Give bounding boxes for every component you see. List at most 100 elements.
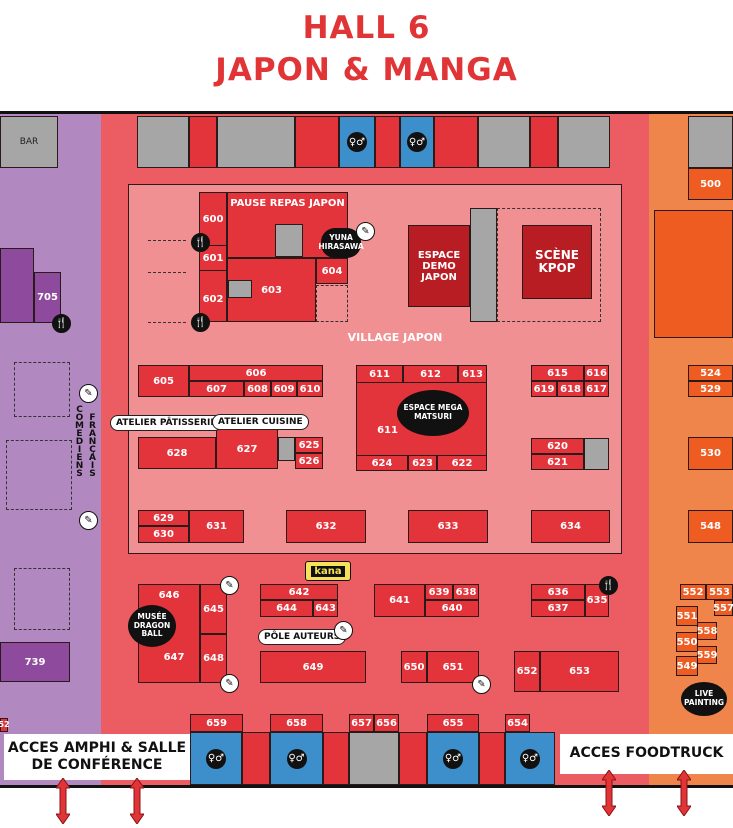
stand-bottom[interactable]: [399, 732, 427, 785]
stand-orange-large[interactable]: [654, 210, 733, 338]
comediens-label: COMEDIENS: [74, 405, 85, 477]
stand-553[interactable]: 553: [706, 584, 733, 600]
stand-633[interactable]: 633: [408, 510, 488, 543]
brush-icon: ✎: [472, 675, 491, 694]
stand-641[interactable]: 641: [374, 584, 425, 617]
stand-624[interactable]: 624: [356, 455, 408, 471]
stand-621[interactable]: 621: [531, 454, 584, 470]
stand-606[interactable]: 606: [189, 365, 323, 381]
stand-612[interactable]: 612: [403, 365, 458, 383]
stand-628[interactable]: 628: [138, 437, 216, 469]
stand-611-top[interactable]: 611: [356, 365, 403, 383]
stand-bottom[interactable]: [479, 732, 505, 785]
stand-bottom[interactable]: [323, 732, 349, 785]
stand-bottom[interactable]: [242, 732, 270, 785]
stand-648[interactable]: 648: [200, 634, 227, 683]
stand-602[interactable]: 602: [202, 293, 224, 305]
live-painting-bubble: LIVE PAINTING: [681, 682, 727, 716]
stand-500[interactable]: 500: [688, 168, 733, 200]
comediens-area-bottom: [14, 568, 70, 630]
stand-630[interactable]: 630: [138, 526, 189, 543]
stand-617[interactable]: 617: [584, 381, 609, 397]
stand-658[interactable]: 658: [270, 714, 323, 732]
stand-655[interactable]: 655: [427, 714, 479, 732]
stand-557[interactable]: 557: [713, 600, 733, 616]
stand-639[interactable]: 639: [425, 584, 453, 600]
stand-625[interactable]: 625: [295, 437, 323, 453]
stand-613[interactable]: 613: [458, 365, 487, 383]
stand-top[interactable]: [375, 116, 400, 168]
up-down-arrow-icon: [677, 770, 691, 816]
stand-636[interactable]: 636: [531, 584, 585, 600]
stand-657[interactable]: 657: [349, 714, 374, 732]
dashed-area: [316, 285, 348, 322]
stand-649[interactable]: 649: [260, 651, 366, 683]
stand-615[interactable]: 615: [531, 365, 584, 381]
stand-643[interactable]: 643: [313, 600, 338, 617]
stand-637[interactable]: 637: [531, 600, 585, 617]
scene-kpop[interactable]: SCÈNE KPOP: [522, 225, 592, 299]
village-japon-label: VILLAGE JAPON: [347, 331, 443, 344]
stand-618[interactable]: 618: [557, 381, 584, 397]
stand-609[interactable]: 609: [271, 381, 297, 397]
stand-604[interactable]: 604: [316, 258, 348, 284]
stand-629[interactable]: 629: [138, 510, 189, 526]
stand-559[interactable]: 559: [697, 646, 717, 664]
stand-524[interactable]: 524: [688, 365, 733, 381]
stand-653[interactable]: 653: [540, 651, 619, 692]
stand-659[interactable]: 659: [190, 714, 243, 732]
stand-650[interactable]: 650: [401, 651, 427, 683]
up-down-arrow-icon: [130, 778, 144, 824]
stand-552[interactable]: 552: [680, 584, 706, 600]
stand-631[interactable]: 631: [189, 510, 244, 543]
stand-purple[interactable]: [0, 248, 34, 323]
stand-530[interactable]: 530: [688, 437, 733, 470]
stand-top[interactable]: [189, 116, 217, 168]
stand-651[interactable]: 651: [427, 651, 479, 683]
stand-611[interactable]: 611: [377, 424, 398, 436]
stand-600[interactable]: 600: [202, 214, 224, 225]
stand-640[interactable]: 640: [425, 600, 479, 617]
stand-644[interactable]: 644: [260, 600, 313, 617]
stand-635[interactable]: 635: [585, 584, 609, 617]
stand-652[interactable]: 652: [514, 651, 540, 692]
hall-subtitle: JAPON & MANGA: [215, 52, 518, 88]
stand-top[interactable]: [295, 116, 339, 168]
stand-601[interactable]: 601: [199, 245, 227, 271]
stand-529[interactable]: 529: [688, 381, 733, 397]
stand-616[interactable]: 616: [584, 365, 609, 381]
stand-622[interactable]: 622: [437, 455, 487, 471]
stand-548[interactable]: 548: [688, 510, 733, 543]
stand-632[interactable]: 632: [286, 510, 366, 543]
stand-top[interactable]: [434, 116, 478, 168]
stand-627[interactable]: 627: [216, 429, 278, 469]
stand-646[interactable]: 646: [158, 590, 180, 601]
stand-626[interactable]: 626: [295, 453, 323, 469]
stand-550[interactable]: 550: [676, 632, 698, 652]
stand-620[interactable]: 620: [531, 438, 584, 454]
stand-52[interactable]: 52: [0, 718, 10, 732]
restaurant-icon: 🍴: [599, 576, 618, 595]
bar-area: BAR: [0, 116, 58, 168]
brush-icon: ✎: [356, 222, 375, 241]
stand-619[interactable]: 619: [531, 381, 557, 397]
stand-551[interactable]: 551: [676, 606, 698, 626]
stand-634[interactable]: 634: [531, 510, 610, 543]
stand-623[interactable]: 623: [408, 455, 437, 471]
stand-549[interactable]: 549: [676, 656, 698, 676]
stand-638[interactable]: 638: [453, 584, 479, 600]
stand-top[interactable]: [530, 116, 558, 168]
stand-642[interactable]: 642: [260, 584, 338, 600]
stand-610[interactable]: 610: [297, 381, 323, 397]
espace-demo-japon[interactable]: ESPACE DEMO JAPON: [408, 225, 470, 307]
comediens-area-top: [14, 362, 70, 417]
stand-558[interactable]: 558: [697, 622, 717, 640]
stand-607[interactable]: 607: [189, 381, 244, 397]
stand-654[interactable]: 654: [505, 714, 530, 732]
stand-739[interactable]: 739: [0, 642, 70, 682]
stand-605[interactable]: 605: [138, 365, 189, 397]
stand-656[interactable]: 656: [374, 714, 399, 732]
stand-608[interactable]: 608: [244, 381, 271, 397]
stand-647[interactable]: 647: [163, 651, 185, 663]
storage-block: [278, 437, 295, 461]
